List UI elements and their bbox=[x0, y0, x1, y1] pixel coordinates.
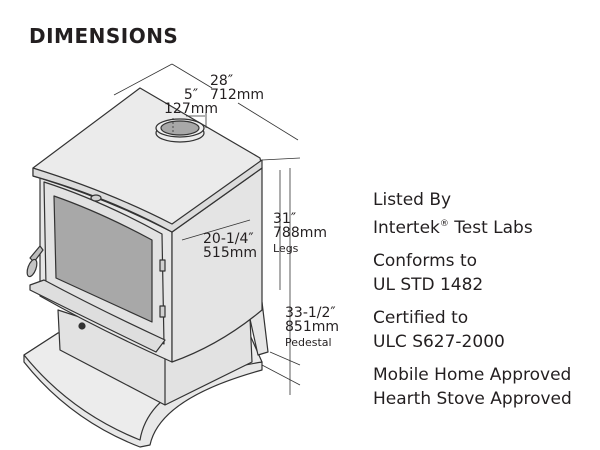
width-inches: 20-1/4″ bbox=[203, 231, 254, 247]
flue-inches: 5″ bbox=[183, 87, 199, 103]
registered-mark: ® bbox=[439, 219, 449, 229]
door-glass bbox=[53, 195, 153, 323]
cert-line: Hearth Stove Approved bbox=[373, 389, 572, 409]
certifications-list: Listed By Intertek® Test Labs Conforms t… bbox=[373, 188, 572, 420]
cert-listed-by: Listed By Intertek® Test Labs bbox=[373, 188, 572, 240]
height-legs-label: Legs bbox=[273, 242, 299, 255]
height-legs-mm: 788mm bbox=[273, 225, 327, 241]
cert-line: Listed By bbox=[373, 190, 452, 210]
cert-line: Certified to bbox=[373, 308, 469, 328]
cert-line: ULC S627-2000 bbox=[373, 332, 505, 352]
height-pedestal-inches: 33-1/2″ bbox=[285, 305, 336, 321]
cert-conforms: Conforms to UL STD 1482 bbox=[373, 249, 572, 297]
hinge-top bbox=[159, 259, 166, 272]
height-legs-inches: 31″ bbox=[273, 211, 297, 227]
depth-inches: 28″ bbox=[210, 73, 234, 89]
cert-line: UL STD 1482 bbox=[373, 275, 484, 295]
cert-line: Conforms to bbox=[373, 251, 478, 271]
cert-approvals: Mobile Home Approved Hearth Stove Approv… bbox=[373, 363, 572, 411]
height-pedestal-dimension: 33-1/2″ 851mm Pedestal bbox=[285, 306, 339, 350]
flue-dimension: 5″ 127mm bbox=[164, 88, 218, 116]
page-title: DIMENSIONS bbox=[29, 24, 179, 48]
flue-mm: 127mm bbox=[164, 101, 218, 117]
width-dimension: 20-1/4″ 515mm bbox=[203, 232, 257, 260]
ash-lip bbox=[29, 279, 166, 353]
height-pedestal-label: Pedestal bbox=[285, 336, 332, 349]
height-legs-dimension: 31″ 788mm Legs bbox=[273, 212, 327, 256]
depth-dimension: 28″ 712mm bbox=[210, 74, 264, 102]
hinge-bottom bbox=[159, 305, 166, 318]
cert-line: Intertek® Test Labs bbox=[373, 218, 533, 238]
cert-certified: Certified to ULC S627-2000 bbox=[373, 306, 572, 354]
air-control-knob bbox=[90, 194, 102, 202]
width-mm: 515mm bbox=[203, 245, 257, 261]
cert-line: Mobile Home Approved bbox=[373, 365, 572, 385]
height-pedestal-mm: 851mm bbox=[285, 319, 339, 335]
depth-mm: 712mm bbox=[210, 87, 264, 103]
